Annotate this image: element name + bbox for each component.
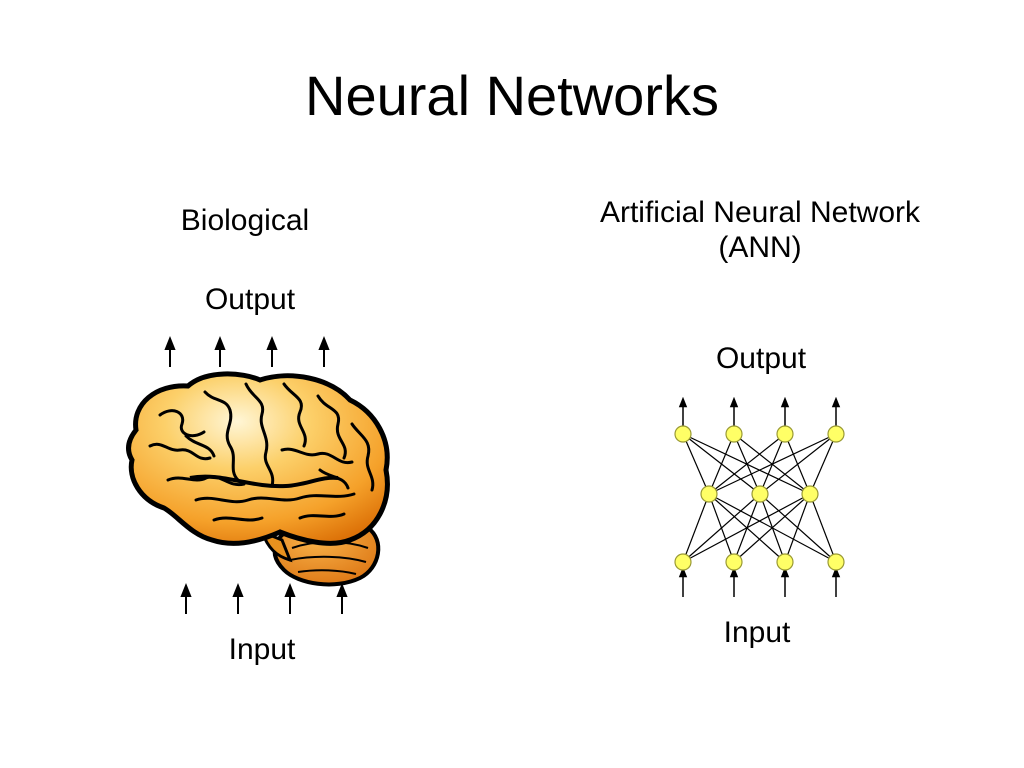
ann-connection	[708, 433, 786, 495]
ann-input-node	[827, 553, 845, 571]
ann-title-line1: Artificial Neural Network	[599, 196, 921, 229]
ann-hidden-node	[700, 485, 718, 503]
ann-connection	[759, 433, 837, 495]
ann-output-label: Output	[715, 342, 807, 375]
ann-connection	[682, 493, 811, 563]
brain-illustration	[126, 371, 390, 587]
ann-hidden-node	[751, 485, 769, 503]
biological-input-label: Input	[228, 633, 296, 666]
cerebrum	[126, 371, 390, 546]
ann-connection	[784, 493, 811, 563]
ann-output-node	[776, 425, 794, 443]
biological-output-label: Output	[204, 283, 296, 316]
ann-input-node	[674, 553, 692, 571]
ann-output-node	[674, 425, 692, 443]
ann-title-line2: (ANN)	[718, 230, 802, 264]
biological-label: Biological	[180, 204, 310, 237]
ann-connection	[809, 433, 837, 495]
ann-input-label: Input	[723, 616, 791, 649]
ann-connection	[708, 433, 735, 495]
ann-diagram	[674, 396, 845, 597]
biological-output-arrows	[164, 336, 330, 367]
ann-connection	[682, 433, 710, 495]
ann-hidden-node	[801, 485, 819, 503]
biological-input-arrows	[180, 583, 348, 614]
ann-output-node	[725, 425, 743, 443]
ann-input-node	[725, 553, 743, 571]
ann-connection	[682, 493, 761, 563]
ann-title: Artificial Neural Network (ANN)	[540, 196, 980, 265]
ann-connection	[682, 493, 710, 563]
ann-connection	[733, 493, 811, 563]
slide-title: Neural Networks	[305, 64, 719, 127]
ann-connection	[809, 493, 837, 563]
ann-input-node	[776, 553, 794, 571]
ann-connection	[708, 433, 837, 495]
ann-output-node	[827, 425, 845, 443]
